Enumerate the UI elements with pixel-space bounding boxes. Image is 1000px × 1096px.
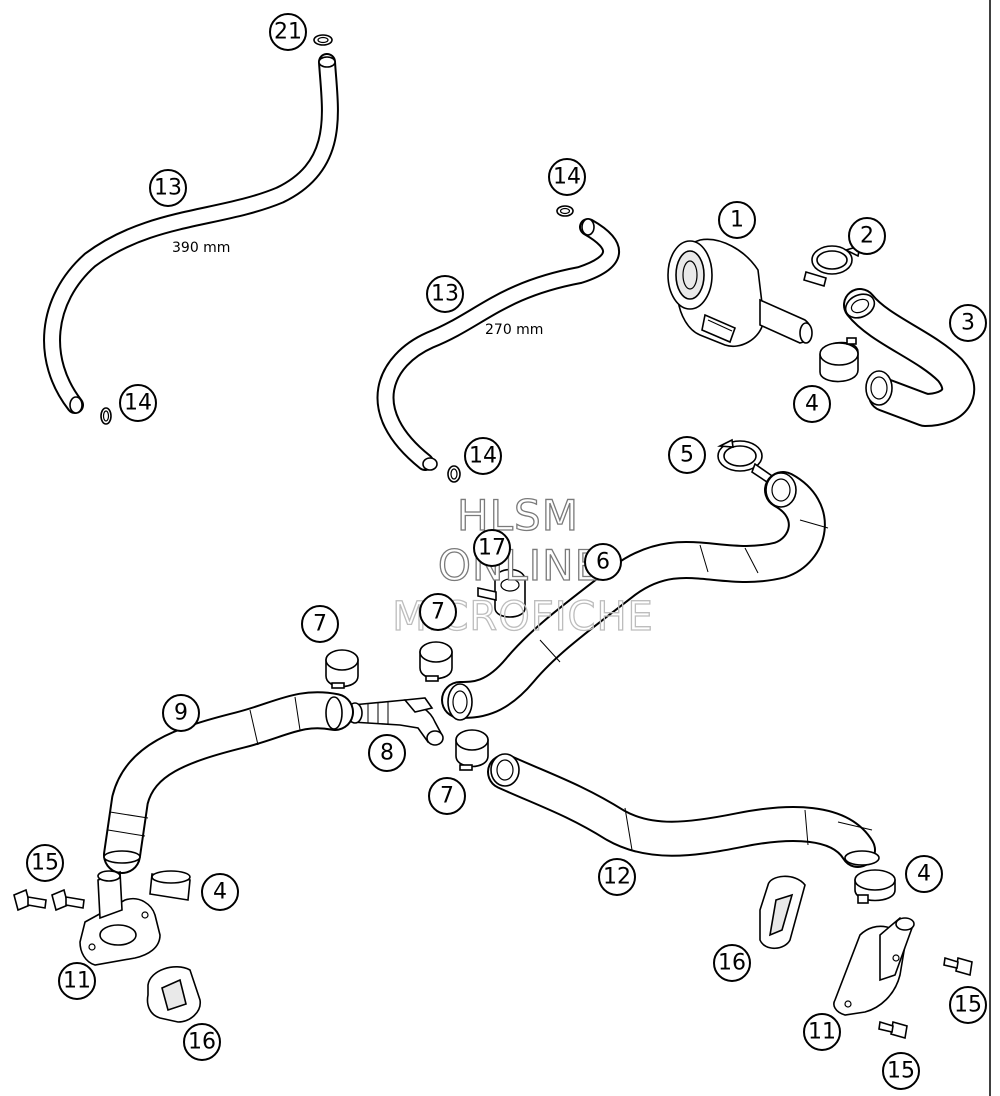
callout-label: 13 <box>431 282 459 307</box>
callout-label: 15 <box>31 851 59 876</box>
callout-label: 4 <box>805 392 819 417</box>
hose-elbow-3 <box>843 288 976 427</box>
reed-valve-16-right <box>759 875 806 950</box>
callout-label: 15 <box>887 1059 915 1084</box>
callout-label: 21 <box>274 20 302 45</box>
y-connector-8 <box>347 697 444 746</box>
clamp-7-lower <box>455 729 489 771</box>
callout-label: 16 <box>718 951 746 976</box>
callout-14-top: 14 <box>548 158 586 196</box>
valve-body-1 <box>667 238 813 347</box>
callout-label: 17 <box>478 536 506 561</box>
callout-16-right: 16 <box>713 944 751 982</box>
callout-17: 17 <box>473 529 511 567</box>
hose-9 <box>103 691 354 874</box>
callout-label: 7 <box>313 612 327 637</box>
callout-label: 16 <box>188 1030 216 1055</box>
bolt-15-left-a <box>13 888 47 912</box>
callout-14-middle: 14 <box>464 437 502 475</box>
callout-4-upper: 4 <box>793 385 831 423</box>
hose-length-270: 270 mm <box>485 322 543 338</box>
callout-1: 1 <box>718 201 756 239</box>
callout-15-right-upper: 15 <box>949 986 987 1024</box>
callout-2: 2 <box>848 217 886 255</box>
callout-4-left: 4 <box>201 873 239 911</box>
callout-14-left: 14 <box>119 384 157 422</box>
bolt-15-left-b <box>51 888 85 912</box>
bolt-15-right-a <box>943 956 973 977</box>
clamp-21 <box>313 34 333 46</box>
clamp-2 <box>803 244 862 288</box>
callout-label: 8 <box>380 741 394 766</box>
clamp-14-middle <box>447 465 461 483</box>
callout-label: 15 <box>954 993 982 1018</box>
callout-12: 12 <box>598 858 636 896</box>
callout-label: 7 <box>440 784 454 809</box>
callout-label: 7 <box>431 600 445 625</box>
clamp-4-upper <box>819 337 859 383</box>
watermark-line-1: HLSM <box>457 491 579 540</box>
callout-5: 5 <box>668 436 706 474</box>
callout-7-left: 7 <box>301 605 339 643</box>
callout-label: 5 <box>680 443 694 468</box>
callout-15-right-lower: 15 <box>882 1052 920 1090</box>
callout-label: 1 <box>730 208 744 233</box>
bolt-15-right-b <box>878 1020 908 1040</box>
callout-label: 11 <box>808 1020 836 1045</box>
callout-label: 4 <box>917 862 931 887</box>
hose-13-short <box>376 218 620 471</box>
callout-15-left: 15 <box>26 844 64 882</box>
callout-6: 6 <box>584 543 622 581</box>
flange-11-right <box>833 916 915 1016</box>
clamp-5 <box>717 438 777 486</box>
callout-7-lower: 7 <box>428 777 466 815</box>
callout-16-left: 16 <box>183 1023 221 1061</box>
clamp-14-top <box>556 205 574 217</box>
callout-label: 6 <box>596 550 610 575</box>
bracket-17 <box>477 568 526 618</box>
callout-label: 11 <box>63 969 91 994</box>
callout-label: 14 <box>469 444 497 469</box>
callout-label: 9 <box>174 701 188 726</box>
callout-3: 3 <box>949 304 987 342</box>
callout-9: 9 <box>162 694 200 732</box>
callout-label: 14 <box>124 391 152 416</box>
callout-label: 4 <box>213 880 227 905</box>
callout-label: 3 <box>961 311 975 336</box>
hose-6 <box>441 471 829 721</box>
reed-valve-16-left <box>146 966 201 1023</box>
hose-12 <box>487 753 880 868</box>
watermark-line-2: ONLINE <box>438 541 602 590</box>
clamp-4-left <box>149 870 191 901</box>
callout-7-middle: 7 <box>419 593 457 631</box>
callout-21: 21 <box>269 13 307 51</box>
clamp-7-middle <box>419 641 453 682</box>
callout-13-middle: 13 <box>426 275 464 313</box>
hose-13-long <box>43 53 339 414</box>
callout-11-right: 11 <box>803 1013 841 1051</box>
flange-11-left <box>79 870 161 966</box>
callout-4-right: 4 <box>905 855 943 893</box>
hose-length-390: 390 mm <box>172 240 230 256</box>
callout-label: 2 <box>860 224 874 249</box>
callout-label: 12 <box>603 865 631 890</box>
clamp-14-left <box>100 407 112 425</box>
clamp-7-left <box>325 649 359 689</box>
callout-13-upper: 13 <box>149 169 187 207</box>
callout-11-left: 11 <box>58 962 96 1000</box>
callout-label: 13 <box>154 176 182 201</box>
clamp-4-right <box>854 869 896 904</box>
callout-label: 14 <box>553 165 581 190</box>
callout-8: 8 <box>368 734 406 772</box>
